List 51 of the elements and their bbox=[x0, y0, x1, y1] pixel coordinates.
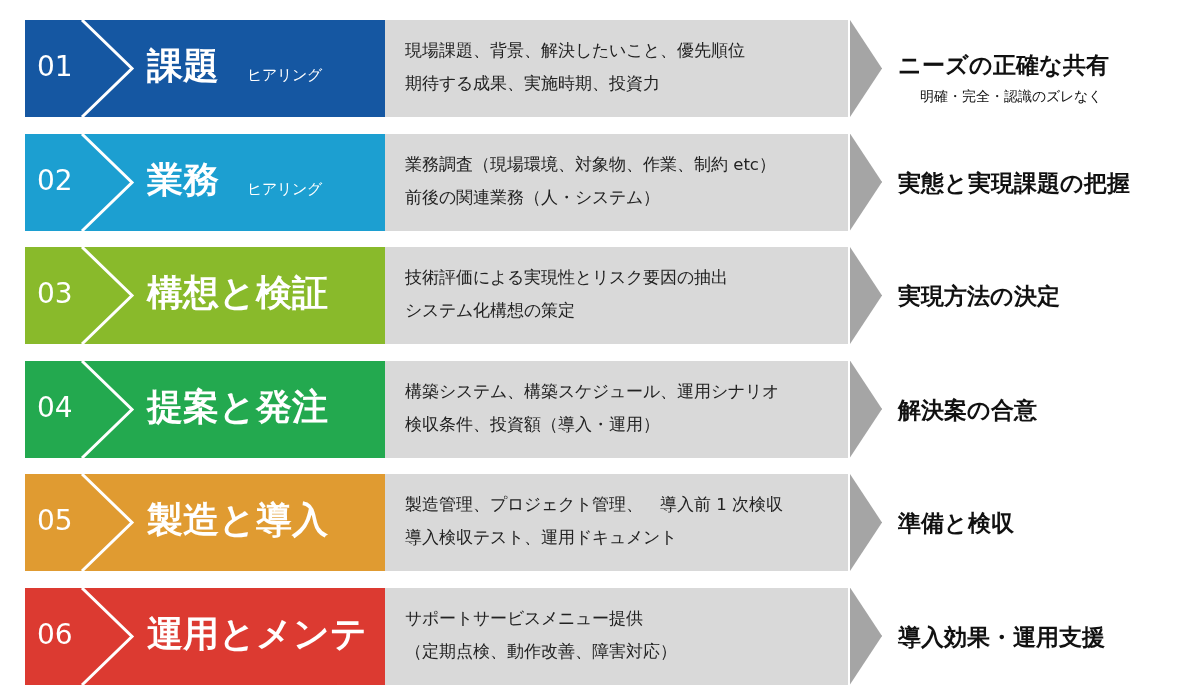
result-note: 明確・完全・認識のズレなく bbox=[920, 88, 1102, 106]
result-text: 導入効果・運用支援 bbox=[898, 622, 1105, 652]
arrow bbox=[849, 587, 883, 685]
description-text: （定期点検、動作改善、障害対応） bbox=[405, 640, 677, 663]
step-number: 02 bbox=[37, 163, 73, 197]
step-title: 構想と検証 bbox=[147, 271, 328, 315]
description-text: 技術評価による実現性とリスク要因の抽出 bbox=[405, 267, 728, 289]
step-title: 業務 bbox=[147, 157, 219, 202]
step-banner bbox=[25, 360, 385, 458]
description-panel bbox=[385, 474, 848, 571]
description-panel bbox=[385, 20, 848, 117]
arrow bbox=[849, 247, 883, 344]
step-subtitle: ヒアリング bbox=[247, 179, 322, 199]
result-text: 準備と検収 bbox=[898, 509, 1014, 538]
step-number: 01 bbox=[37, 50, 73, 83]
description-text: 製造管理、プロジェクト管理、 導入前 1 次検収 bbox=[405, 494, 783, 516]
description-text: 現場課題、背景、解決したいこと、優先順位 bbox=[405, 40, 745, 62]
arrow bbox=[849, 133, 883, 231]
arrow bbox=[849, 360, 883, 458]
step-banner bbox=[25, 133, 385, 231]
description-panel bbox=[385, 133, 848, 231]
step-title: 運用とメンテ bbox=[147, 611, 367, 656]
description-text: 導入検収テスト、運用ドキュメント bbox=[405, 527, 677, 549]
description-text: 前後の関連業務（人・システム） bbox=[405, 186, 660, 209]
description-text: 業務調査（現場環境、対象物、作業、制約 etc） bbox=[405, 153, 776, 176]
description-text: 構築システム、構築スケジュール、運用シナリオ bbox=[405, 380, 779, 403]
result-text: 実態と実現課題の把握 bbox=[898, 168, 1130, 198]
description-panel bbox=[385, 360, 848, 458]
step-number: 06 bbox=[37, 617, 73, 651]
step-number: 04 bbox=[37, 390, 73, 424]
step-number: 05 bbox=[37, 504, 73, 537]
step-banner bbox=[25, 474, 385, 571]
step-banner bbox=[25, 587, 385, 685]
arrow bbox=[849, 474, 883, 571]
step-banner bbox=[25, 20, 385, 117]
result-text: 解決案の合意 bbox=[898, 395, 1037, 425]
description-text: システム化構想の策定 bbox=[405, 300, 575, 322]
description-text: 検収条件、投資額（導入・運用） bbox=[405, 413, 660, 436]
result-text: ニーズの正確な共有 bbox=[898, 51, 1109, 80]
description-panel bbox=[385, 247, 848, 344]
result-text: 実現方法の決定 bbox=[898, 282, 1060, 311]
step-banner bbox=[25, 247, 385, 344]
description-text: 期待する成果、実施時期、投資力 bbox=[405, 73, 660, 95]
step-title: 製造と導入 bbox=[147, 498, 328, 542]
step-title: 課題 bbox=[147, 44, 219, 88]
description-text: サポートサービスメニュー提供 bbox=[405, 607, 643, 630]
arrow bbox=[849, 20, 883, 117]
description-panel bbox=[385, 587, 848, 685]
step-title: 提案と発注 bbox=[147, 384, 328, 429]
step-number: 03 bbox=[37, 277, 73, 310]
step-subtitle: ヒアリング bbox=[247, 66, 322, 85]
